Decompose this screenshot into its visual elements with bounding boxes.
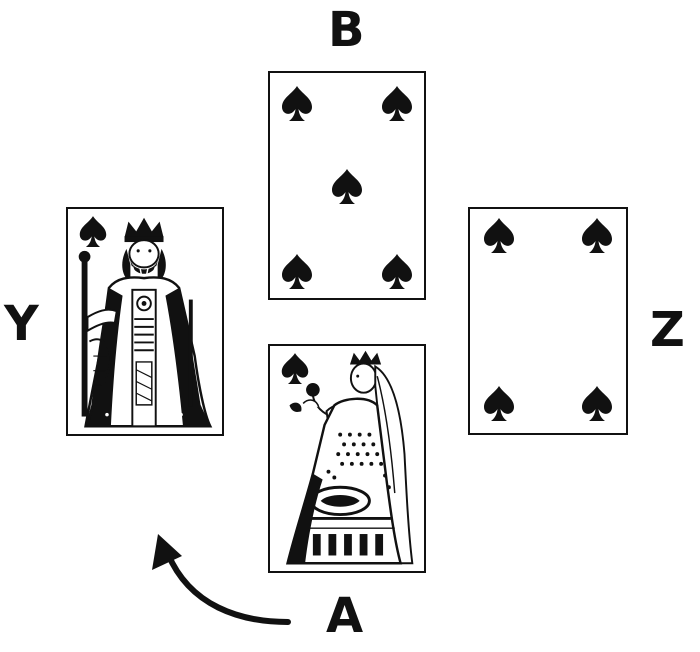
card-a-queen-of-spades: [268, 344, 426, 573]
curved-arrow-icon: [152, 534, 291, 625]
card-b-five-of-spades: [268, 71, 426, 300]
spade-icon: [330, 168, 364, 206]
seat-label-b: B: [328, 2, 365, 58]
spade-icon: [580, 385, 614, 423]
spade-icon: [380, 85, 414, 123]
spade-icon: [380, 253, 414, 291]
seat-label-z: Z: [650, 302, 685, 358]
spade-icon: [482, 385, 516, 423]
spade-icon: [482, 217, 516, 255]
spade-icon: [280, 85, 314, 123]
king-figure-illustration: [78, 217, 213, 428]
spade-icon: [280, 253, 314, 291]
spade-icon: [580, 217, 614, 255]
seat-label-y: Y: [4, 296, 39, 352]
card-z-four-of-spades: [468, 207, 628, 435]
queen-figure-illustration: [285, 350, 414, 565]
seat-label-a: A: [326, 588, 364, 644]
card-y-king-of-spades: [66, 207, 224, 436]
